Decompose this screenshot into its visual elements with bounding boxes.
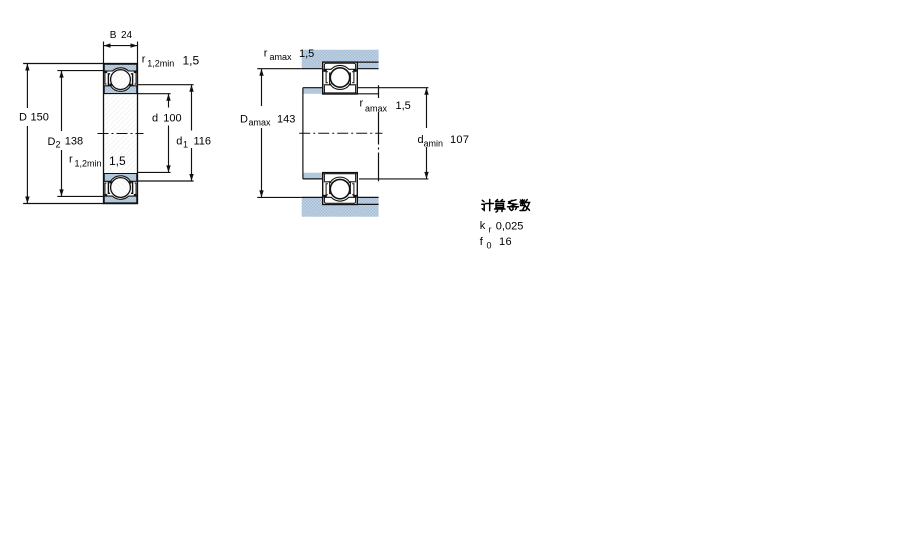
svg-text:1,2min: 1,2min (147, 59, 174, 69)
svg-text:r: r (142, 54, 146, 66)
svg-text:100: 100 (163, 113, 181, 125)
svg-text:24: 24 (121, 30, 133, 41)
svg-text:1,5: 1,5 (396, 100, 411, 112)
svg-text:150: 150 (31, 112, 49, 124)
svg-text:16: 16 (499, 236, 512, 248)
svg-text:amax: amax (365, 104, 388, 114)
svg-text:1,5: 1,5 (299, 48, 314, 60)
svg-text:1: 1 (183, 140, 188, 150)
svg-text:d: d (152, 113, 158, 125)
svg-text:0: 0 (487, 241, 492, 251)
svg-text:amin: amin (424, 139, 444, 149)
svg-text:d: d (176, 136, 182, 148)
svg-text:2: 2 (56, 140, 61, 150)
svg-text:0,025: 0,025 (496, 221, 524, 233)
svg-text:D: D (19, 112, 27, 124)
svg-text:amax: amax (249, 118, 272, 128)
svg-text:D: D (48, 136, 56, 148)
svg-text:116: 116 (194, 135, 212, 147)
svg-text:k: k (480, 220, 486, 232)
svg-text:r: r (360, 98, 364, 110)
svg-text:107: 107 (450, 134, 469, 146)
svg-text:r: r (489, 225, 492, 235)
svg-text:1,5: 1,5 (183, 54, 200, 68)
svg-text:1,2min: 1,2min (75, 159, 102, 169)
svg-text:f: f (480, 236, 484, 248)
svg-text:1,5: 1,5 (109, 154, 126, 168)
svg-text:r: r (69, 154, 73, 166)
svg-text:r: r (264, 48, 268, 60)
svg-text:143: 143 (277, 114, 295, 126)
svg-text:amax: amax (270, 52, 293, 62)
svg-text:138: 138 (65, 136, 83, 148)
svg-text:d: d (418, 134, 424, 146)
svg-text:B: B (110, 30, 117, 41)
svg-text:D: D (240, 114, 248, 126)
